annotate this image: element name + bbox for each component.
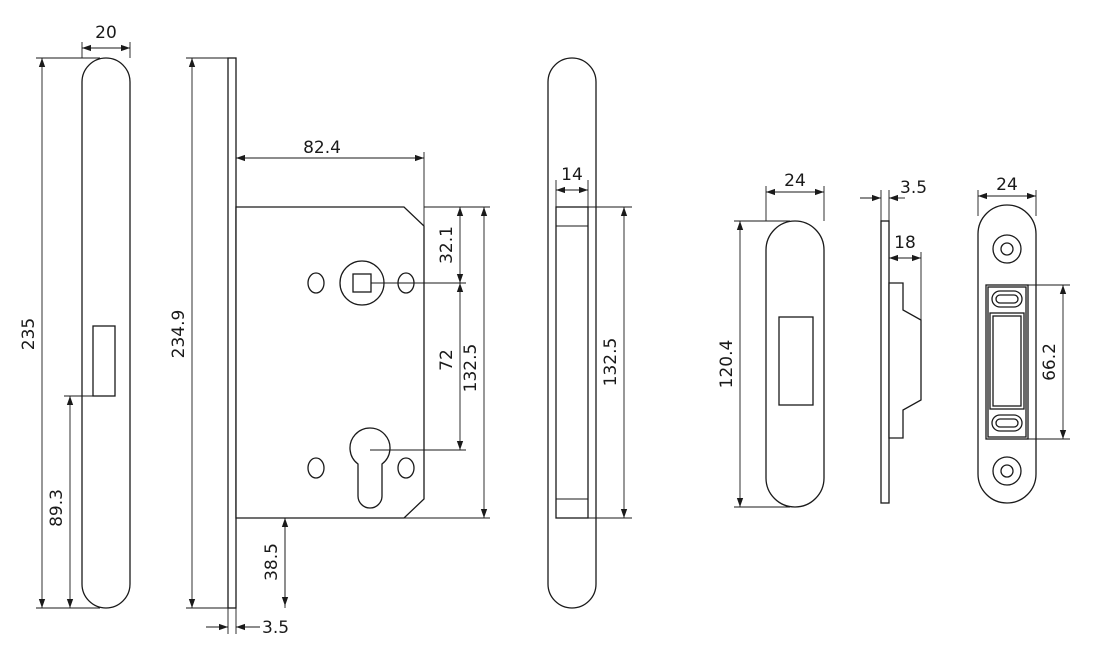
keeper-front-view: 24 66.2 <box>977 175 1070 504</box>
bottom-offset-label: 38.5 <box>262 543 282 581</box>
case-height-label: 132.5 <box>461 344 481 393</box>
side-height-label: 132.5 <box>601 338 621 387</box>
side-width-label: 14 <box>561 165 583 185</box>
faceplate-side-view: 14 132.5 <box>547 57 632 609</box>
faceplate-height-label: 235 <box>19 318 39 350</box>
strike-width-label: 24 <box>784 171 806 191</box>
strike-depth-label: 18 <box>894 233 916 253</box>
backset-label: 82.4 <box>303 138 341 158</box>
centers-distance-label: 72 <box>437 349 457 371</box>
strike-height-label: 120.4 <box>717 340 737 389</box>
body-total-height-label: 234.9 <box>169 310 189 359</box>
faceplate-front-view: 20 235 89.3 <box>19 23 131 609</box>
spindle-offset-label: 32.1 <box>437 226 457 264</box>
keeper-width-label: 24 <box>996 175 1018 195</box>
faceplate-lower-label: 89.3 <box>47 489 67 527</box>
strike-plate-front-view: 24 120.4 <box>717 171 825 508</box>
strike-plate-side-view: 3.5 18 <box>860 178 927 504</box>
faceplate-width-label: 20 <box>95 23 117 43</box>
strike-thickness-label: 3.5 <box>900 178 927 198</box>
lock-body-view: 234.9 82.4 32.1 72 132.5 38.5 3.5 <box>169 57 490 638</box>
plate-thickness-label: 3.5 <box>262 618 289 638</box>
keeper-height-label: 66.2 <box>1040 343 1060 381</box>
